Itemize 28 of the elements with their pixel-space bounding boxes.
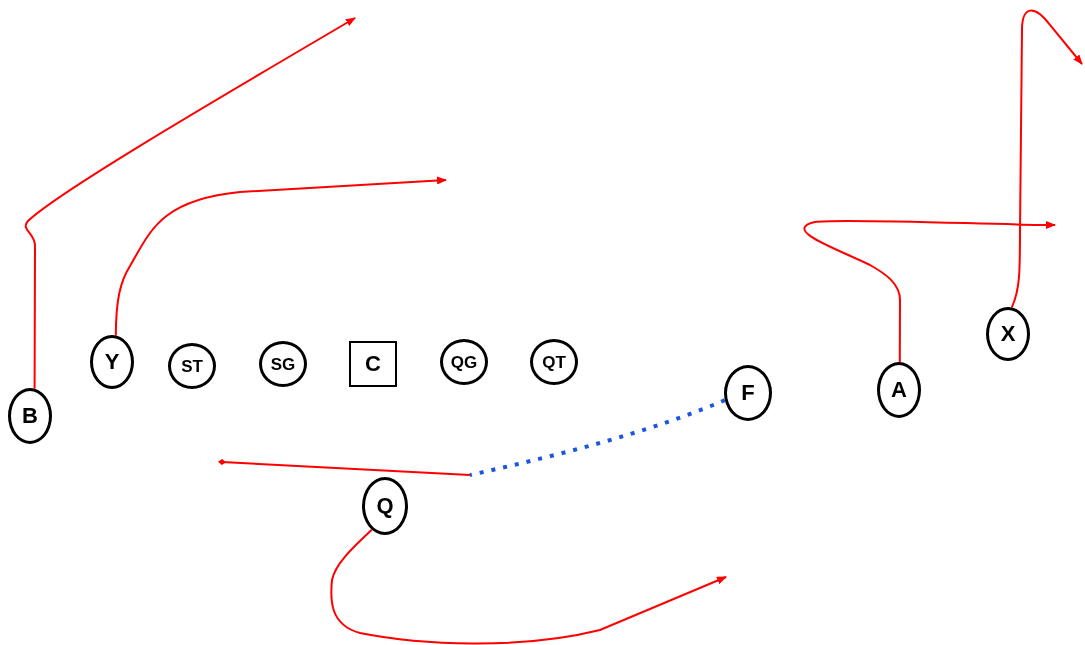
- player-circle: [259, 341, 307, 387]
- player-circle: [877, 362, 921, 418]
- route-arrow: [803, 219, 1056, 363]
- player-circle: [986, 307, 1030, 361]
- player-label: C: [365, 353, 381, 375]
- player-circle: [90, 335, 134, 389]
- player-label: QT: [542, 353, 566, 371]
- route-arrow: [330, 528, 727, 645]
- player-label: QG: [450, 353, 478, 371]
- player-circle: [362, 477, 408, 535]
- player-label: ST: [181, 357, 203, 375]
- player-circle: [8, 388, 52, 444]
- route-arrow: [24, 17, 356, 390]
- player-label: Q: [376, 495, 394, 517]
- player-label: F: [741, 382, 755, 404]
- player-circle: [168, 343, 216, 389]
- player-circle: [440, 339, 488, 385]
- route-arrow: [114, 176, 447, 337]
- route-arrow: [1010, 9, 1083, 309]
- player-label: X: [1000, 323, 1016, 345]
- center-square: [349, 341, 397, 387]
- player-circle: [530, 339, 578, 385]
- player-circle: [724, 365, 772, 421]
- player-label: Y: [104, 351, 120, 373]
- player-label: B: [22, 405, 38, 427]
- motion-route: [218, 398, 726, 477]
- player-label: A: [891, 379, 907, 401]
- player-label: SG: [270, 355, 296, 373]
